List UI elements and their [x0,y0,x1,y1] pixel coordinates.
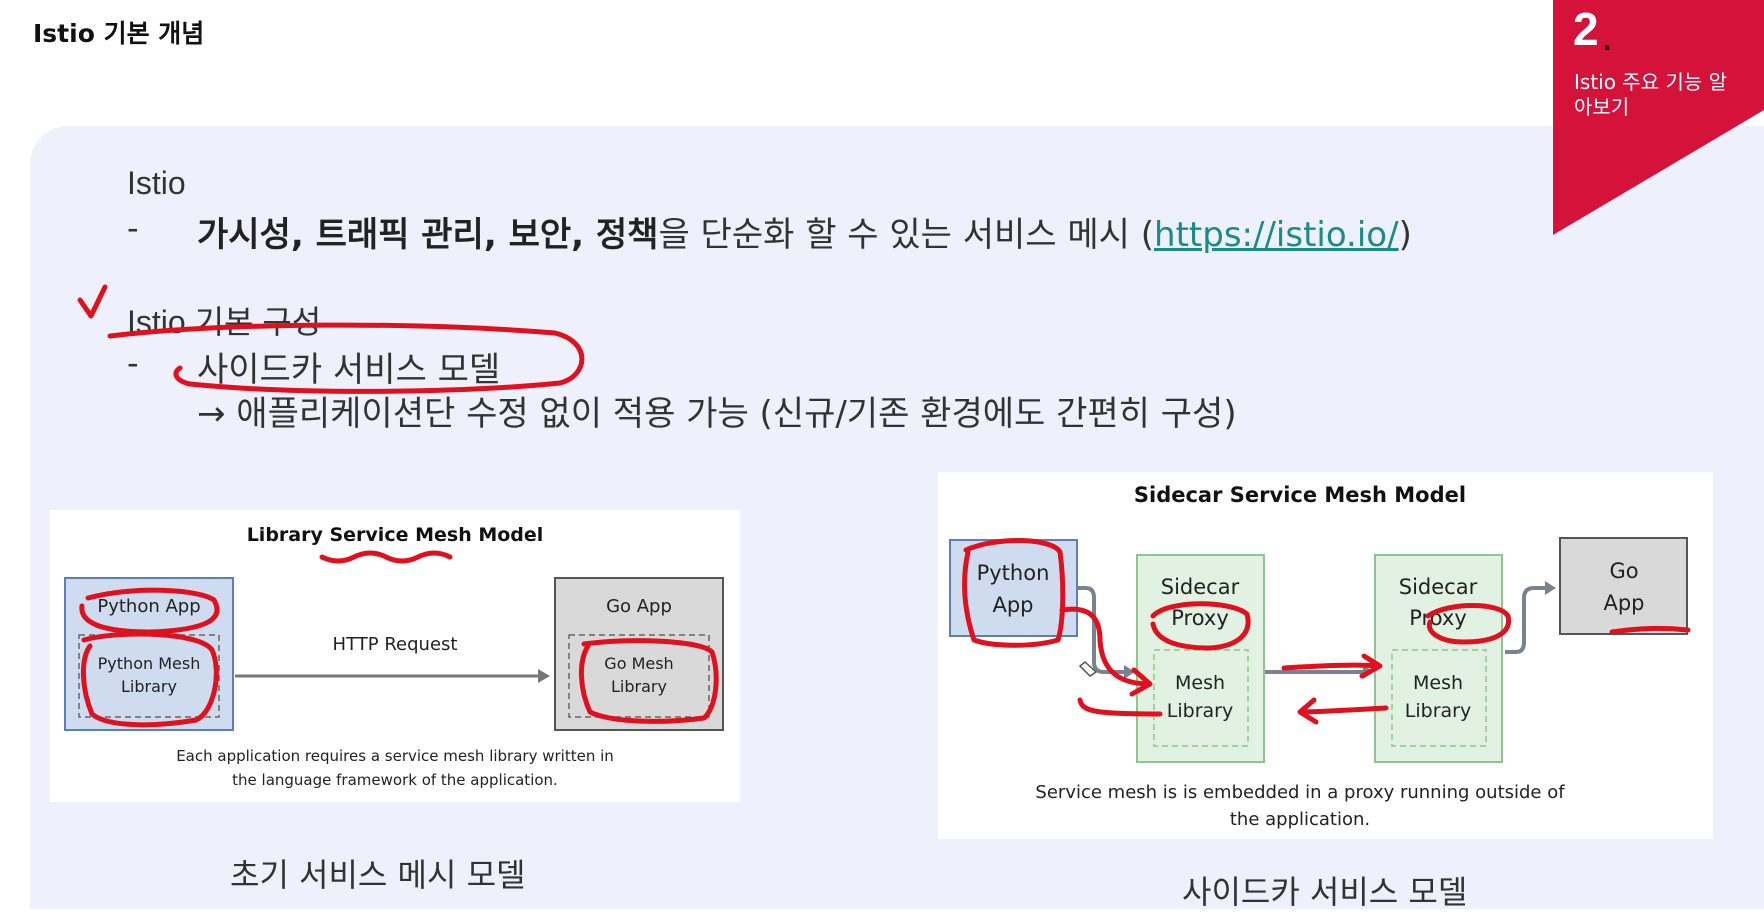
proxy-label-2: Proxy [1409,606,1467,630]
sidecar-label-2: Sidecar [1399,575,1478,599]
mesh-label-1: Mesh [1175,672,1225,694]
mesh-lib-label-1: Library [1167,700,1233,722]
section-badge [1553,0,1764,235]
go-label-1: Go [1609,559,1638,583]
mesh-lib-box-2 [1391,649,1487,747]
intro-dash: - [127,209,139,247]
library-note-2: the language framework of the applicatio… [232,771,558,789]
section-number: 2 [1573,3,1599,55]
intro-close-paren: ) [1398,215,1412,255]
python-to-sidecar-arrow [1078,586,1128,674]
library-note-1: Each application requires a service mesh… [176,747,614,765]
python-label-1: Python [977,561,1050,585]
python-lib-label-1: Python Mesh [98,654,201,673]
basic-bullet: 사이드카 서비스 모델 [197,350,501,390]
python-box [949,539,1078,637]
library-caption: 초기 서비스 메시 모델 [230,856,526,894]
basic-heading: Istio 기본 구성 [127,304,322,340]
sidecar-box-1 [1136,554,1265,763]
intro-heading: Istio [127,165,186,201]
intro-bold-text: 가시성, 트래픽 관리, 보안, 정책 [197,215,659,255]
python-lib-label-2: Library [121,677,177,696]
http-request-label: HTTP Request [333,634,458,655]
python-label-2: App [992,593,1033,617]
sidecar-diagram: Sidecar Service Mesh Model Python App Si… [938,472,1713,839]
library-diagram-title: Library Service Mesh Model [247,524,544,546]
istio-link[interactable]: https://istio.io/ [1154,215,1399,255]
basic-sub: → 애플리케이션단 수정 없이 적용 가능 (신규/기존 환경에도 간편히 구성… [197,394,1237,434]
mesh-lib-label-2: Library [1405,700,1471,722]
go-lib-label-2: Library [611,677,667,696]
go-app-label: Go App [606,596,672,617]
section-number-dot: . [1603,24,1612,57]
go-label-2: App [1603,591,1644,615]
page-header-title: Istio 기본 개념 [33,19,205,48]
sidecar-to-go-arrow [1505,586,1548,654]
intro-line: 가시성, 트래픽 관리, 보안, 정책을 단순화 할 수 있는 서비스 메시 (… [197,207,1412,256]
sidecar-box-2 [1374,554,1503,763]
mesh-label-2: Mesh [1413,672,1463,694]
intro-rest-text: 을 단순화 할 수 있는 서비스 메시 ( [658,215,1155,255]
sidecar-note-1: Service mesh is is embedded in a proxy r… [1035,782,1565,803]
python-app-label: Python App [97,596,200,617]
sidecar-caption: 사이드카 서비스 모델 [1182,873,1468,911]
go-lib-label-1: Go Mesh [604,654,673,673]
sidecar-diagram-title: Sidecar Service Mesh Model [1134,483,1466,507]
sidecar-label-1: Sidecar [1161,575,1240,599]
section-label: Istio 주요 기능 알아보기 [1574,70,1728,119]
library-diagram: Library Service Mesh Model Python App Py… [50,510,740,802]
go-box [1559,537,1688,635]
proxy-label-1: Proxy [1171,606,1229,630]
sidecar-note-2: the application. [1230,809,1370,830]
basic-dash: - [127,344,139,382]
